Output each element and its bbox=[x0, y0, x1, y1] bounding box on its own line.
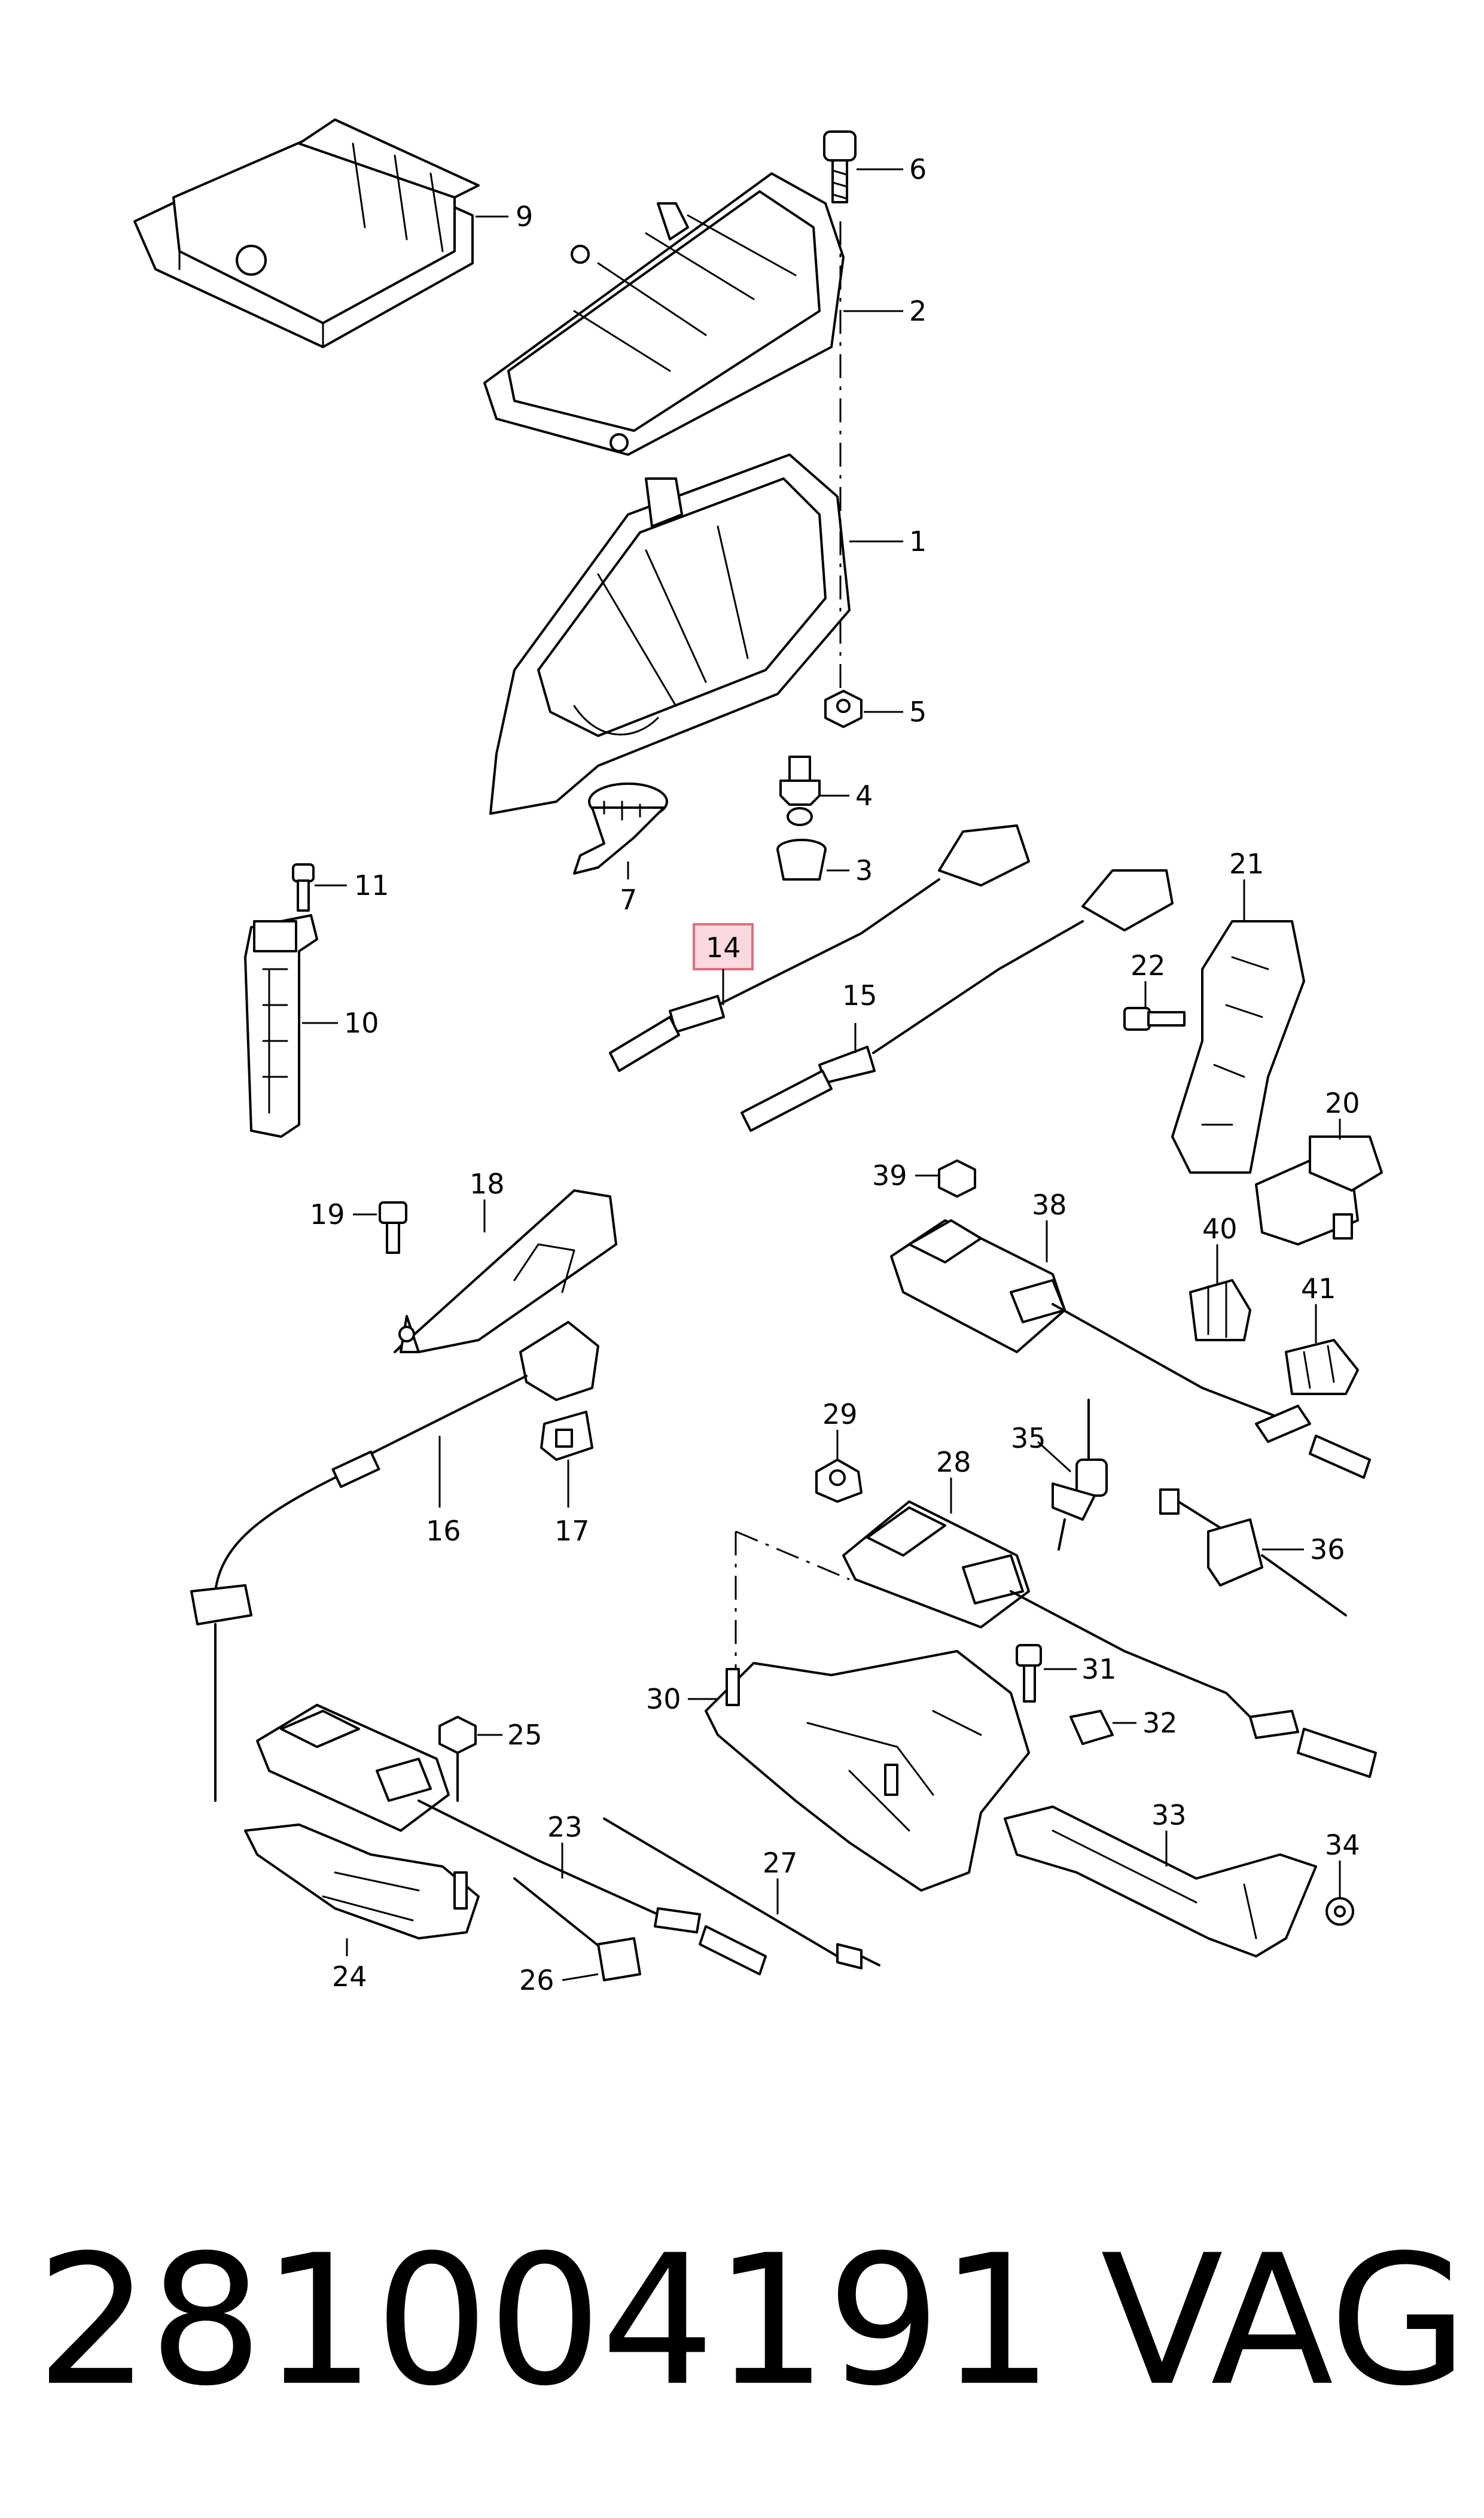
callout-33: 33 bbox=[1151, 1799, 1187, 1831]
cable-tie-part-26 bbox=[513, 1877, 641, 1981]
sensor-part-27 bbox=[603, 1817, 880, 1969]
part-number: 281004191 bbox=[36, 2216, 1054, 2425]
callout-19: 19 bbox=[310, 1198, 345, 1231]
screw-part-6 bbox=[823, 130, 857, 203]
nut-part-25 bbox=[438, 1716, 477, 1754]
callout-20: 20 bbox=[1325, 1087, 1360, 1119]
callout-16: 16 bbox=[426, 1515, 461, 1547]
clip-part-32 bbox=[1069, 1710, 1114, 1745]
footer: 281004191 VAG bbox=[0, 2213, 1484, 2429]
clip-part-41 bbox=[1285, 1339, 1359, 1395]
nox-sensor-part-28 bbox=[842, 1500, 1377, 1778]
callout-32: 32 bbox=[1142, 1707, 1178, 1739]
callout-6: 6 bbox=[909, 153, 927, 185]
lambda-sensor-part-14 bbox=[609, 824, 1030, 1072]
callout-14-highlight bbox=[693, 923, 754, 970]
callout-21: 21 bbox=[1229, 848, 1264, 880]
clip-part-40 bbox=[1189, 1279, 1251, 1341]
control-unit-part-9 bbox=[133, 118, 480, 348]
callout-40: 40 bbox=[1202, 1213, 1238, 1245]
callout-38: 38 bbox=[1032, 1189, 1067, 1221]
housing-part-1 bbox=[489, 453, 851, 815]
bolt-part-19 bbox=[379, 1201, 407, 1254]
bolt-part-31 bbox=[1016, 1644, 1042, 1703]
heat-shield-part-24 bbox=[244, 1823, 480, 1940]
screw-part-11 bbox=[292, 863, 315, 912]
cover-part-2 bbox=[483, 172, 845, 456]
bracket-part-21 bbox=[1171, 920, 1305, 1174]
pressure-sensor-part-20 bbox=[1255, 1135, 1383, 1246]
callout-39: 39 bbox=[872, 1159, 907, 1192]
callout-9: 9 bbox=[516, 200, 533, 233]
callout-29: 29 bbox=[822, 1398, 858, 1430]
callout-2: 2 bbox=[909, 295, 927, 327]
lambda-sensor-part-15 bbox=[741, 869, 1174, 1132]
callout-28: 28 bbox=[936, 1446, 971, 1478]
callout-36: 36 bbox=[1310, 1533, 1345, 1566]
temperature-sensor-part-16 bbox=[190, 1321, 599, 1802]
callout-25: 25 bbox=[507, 1719, 543, 1751]
mounting-plate-part-30 bbox=[705, 1650, 1030, 1892]
callout-31: 31 bbox=[1081, 1653, 1117, 1685]
sensor-part-10 bbox=[244, 914, 318, 1138]
callout-30: 30 bbox=[646, 1683, 681, 1715]
brand-name: VAG bbox=[1101, 2216, 1468, 2425]
washer-part-34 bbox=[1325, 1897, 1354, 1926]
bracket-part-33 bbox=[1004, 1805, 1317, 1957]
nut-part-39 bbox=[938, 1159, 976, 1198]
callout-26: 26 bbox=[519, 1964, 554, 1996]
grommet-part-7 bbox=[573, 783, 668, 875]
nox-sensor-part-23 bbox=[256, 1704, 767, 1975]
nox-sensor-part-38 bbox=[890, 1219, 1371, 1479]
sensor-part-36 bbox=[1159, 1488, 1347, 1616]
callout-23: 23 bbox=[547, 1811, 583, 1843]
callout-4: 4 bbox=[855, 780, 873, 812]
bolt-part-4 bbox=[779, 756, 821, 826]
callout-15: 15 bbox=[842, 979, 877, 1012]
callout-7: 7 bbox=[620, 884, 637, 916]
bracket-part-18 bbox=[394, 1189, 617, 1353]
callout-18: 18 bbox=[470, 1168, 505, 1200]
callout-24: 24 bbox=[332, 1960, 367, 1993]
callout-34: 34 bbox=[1325, 1829, 1360, 1861]
callout-10: 10 bbox=[344, 1007, 379, 1039]
clip-part-17 bbox=[540, 1411, 593, 1461]
callout-3: 3 bbox=[855, 854, 873, 887]
callout-41: 41 bbox=[1301, 1272, 1336, 1305]
nut-part-29 bbox=[815, 1459, 863, 1503]
callout-14: 14 bbox=[706, 931, 741, 964]
callout-35: 35 bbox=[1011, 1422, 1046, 1454]
callout-1: 1 bbox=[909, 525, 927, 558]
callout-22: 22 bbox=[1130, 949, 1166, 982]
plug-part-3 bbox=[776, 839, 827, 881]
callout-11: 11 bbox=[354, 869, 389, 902]
callout-27: 27 bbox=[763, 1847, 798, 1879]
callout-17: 17 bbox=[554, 1515, 590, 1547]
bolt-part-22 bbox=[1123, 1007, 1186, 1031]
sensor-part-35 bbox=[1052, 1399, 1108, 1551]
callout-5: 5 bbox=[909, 696, 927, 728]
nut-part-5 bbox=[824, 690, 863, 728]
